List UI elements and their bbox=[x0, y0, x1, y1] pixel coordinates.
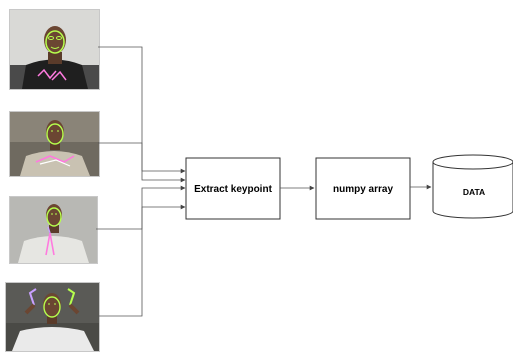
connector-photo-3 bbox=[96, 185, 186, 230]
data-cylinder bbox=[432, 154, 513, 219]
numpy-array-label: numpy array bbox=[333, 184, 393, 195]
connector-photo-4 bbox=[98, 204, 186, 317]
numpy-array-box bbox=[315, 157, 411, 220]
photo-4 bbox=[5, 282, 100, 352]
photo-3 bbox=[9, 196, 98, 264]
connector-photo-2 bbox=[98, 142, 186, 183]
connector-photo-1 bbox=[98, 46, 186, 174]
data-label: DATA bbox=[463, 187, 485, 197]
extract-keypoint-label: Extract keypoint bbox=[194, 184, 272, 195]
extract-keypoint-box bbox=[185, 157, 281, 220]
photo-1 bbox=[9, 9, 100, 90]
photo-2 bbox=[9, 111, 100, 177]
